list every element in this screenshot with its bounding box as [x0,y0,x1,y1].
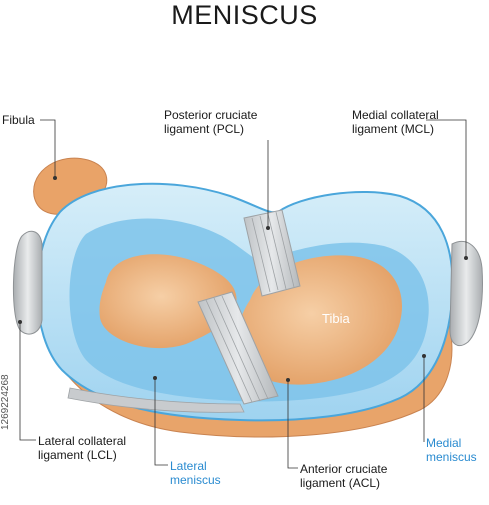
pcl-label-line2: ligament (PCL) [164,122,245,136]
leader-lines [19,119,467,469]
acl-leader [287,380,298,469]
medial-label-line2: meniscus [426,450,477,464]
pcl-fibers [251,211,295,293]
stock-id-label: 1269224268 [0,374,11,430]
mcl-label-line1: Medial collateral [352,108,439,122]
pcl-ligament [243,209,301,297]
acl-fibers [205,295,269,403]
transverse-ligament [67,387,245,413]
tibia-label: Tibia [322,311,350,326]
lateral-label-line2: meniscus [170,473,221,487]
mcl-label-line2: ligament (MCL) [352,122,435,136]
acl-label-line1: Anterior cruciate [300,462,388,476]
mcl-label: Medial collateral ligament (MCL) [352,108,439,136]
fibula-leader [40,119,56,178]
lcl-leader [19,322,36,441]
mcl-ligament [449,241,483,346]
medial-meniscus-label: Medial meniscus [426,436,477,464]
lateral-leader [154,378,168,466]
mcl-leader [426,119,467,258]
lcl-label-line1: Lateral collateral [38,434,127,448]
lateral-meniscus-label: Lateral meniscus [170,459,221,487]
lateral-label-line1: Lateral [170,459,207,473]
leader-dots [18,176,468,382]
diagram-title: MENISCUS [171,0,318,30]
pcl-label-line1: Posterior cruciate [164,108,258,122]
lcl-ligament [12,230,43,335]
pcl-label: Posterior cruciate ligament (PCL) [164,108,257,136]
medial-label-line1: Medial [426,436,462,450]
lcl-label: Lateral collateral ligament (LCL) [38,434,126,462]
acl-label: Anterior cruciate ligament (ACL) [300,462,387,490]
tibia-lateral-condyle [99,254,237,349]
lcl-label-line2: ligament (LCL) [38,448,117,462]
acl-label-line2: ligament (ACL) [300,476,381,490]
fibula-label: Fibula [2,113,35,127]
